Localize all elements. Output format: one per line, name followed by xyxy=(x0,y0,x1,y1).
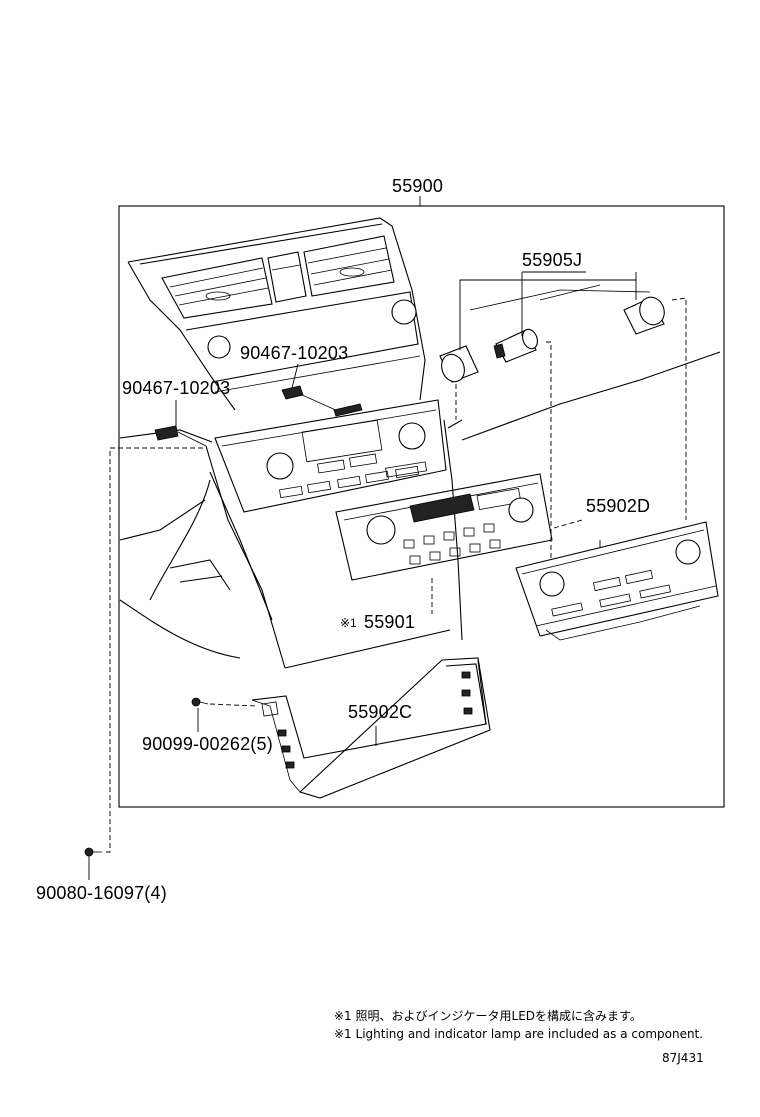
label-bolt-outside: 90080-16097(4) xyxy=(36,883,167,903)
knob-right xyxy=(623,296,665,335)
note-japanese: ※1 照明、およびインジケータ用LEDを構成に含みます。 xyxy=(334,1008,642,1023)
screw-upper-leader xyxy=(291,363,299,389)
note-english: ※1 Lighting and indicator lamp are inclu… xyxy=(334,1027,703,1041)
label-screw-left: 90467-10203 xyxy=(122,378,230,398)
assembly-frame xyxy=(118,205,725,808)
label-screw-lower: 90099-00262(5) xyxy=(142,734,273,754)
dashboard-illustration xyxy=(119,217,721,669)
bolt-outside-glyph xyxy=(84,447,206,880)
label-panel-right: 55902D xyxy=(586,496,650,516)
label-screw-upper: 90467-10203 xyxy=(240,343,348,363)
knob-center xyxy=(493,328,538,363)
diagram-code: 87J431 xyxy=(662,1051,704,1065)
label-bezel-lower: 55902C xyxy=(348,702,412,722)
control-unit xyxy=(335,473,583,614)
label-knob: 55905J xyxy=(522,250,582,270)
knob-left xyxy=(439,345,479,383)
label-control-unit: 55901 xyxy=(364,612,415,632)
label-control-prefix: ※1 xyxy=(340,616,357,630)
screw-lower-glyph xyxy=(191,697,257,732)
knob-group xyxy=(439,271,687,560)
bezel-lower xyxy=(251,657,491,799)
label-assembly: 55900 xyxy=(392,176,443,196)
panel-right xyxy=(515,521,719,641)
